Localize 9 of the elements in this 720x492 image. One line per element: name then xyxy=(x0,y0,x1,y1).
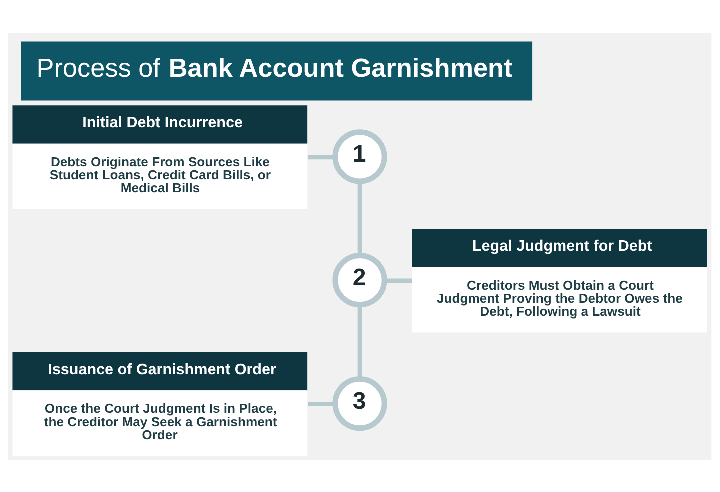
node-circle: 3 xyxy=(332,376,388,431)
node-circle: 1 xyxy=(332,129,388,184)
connector xyxy=(358,304,362,379)
connector xyxy=(308,402,336,406)
node-circle: 2 xyxy=(332,252,388,308)
connector xyxy=(358,181,362,256)
diagram-title: Process of Bank Account Garnishment xyxy=(36,52,513,82)
connector xyxy=(308,154,336,160)
connector xyxy=(384,278,412,283)
